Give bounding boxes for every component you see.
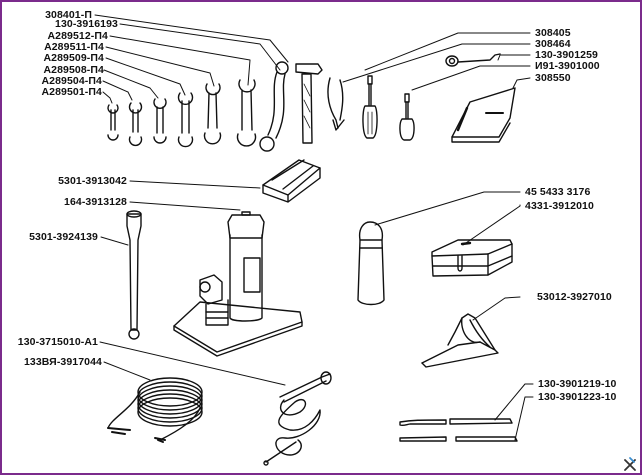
label-wrench-1: А289501-П4 <box>41 86 102 98</box>
jack-support-drawing <box>262 159 321 203</box>
wrench-6-drawing <box>236 79 257 147</box>
repair-kit-box-drawing <box>431 239 513 277</box>
label-wrench-2: А289504-П4 <box>41 75 102 87</box>
wrench-3-drawing <box>153 98 167 144</box>
wrench-2-drawing <box>128 102 143 147</box>
label-mount-bar-2: 130-3901223-10 <box>538 391 617 403</box>
label-mount-bar-1: 130-3901219-10 <box>538 378 617 390</box>
pliers-drawing <box>327 77 345 131</box>
label-tool-bag: 308550 <box>535 72 571 84</box>
tow-cable-drawing <box>107 377 203 443</box>
tools-icon <box>624 457 636 471</box>
label-tire-pump-hose: 130-3715010-А1 <box>17 336 98 348</box>
label-jack-support: 5301-3913042 <box>58 175 127 187</box>
bottle-jack-drawing <box>173 211 303 357</box>
label-tow-cable: 133ВЯ-3917044 <box>23 356 102 368</box>
tool-bag-drawing <box>451 87 516 143</box>
mount-bars-drawing <box>399 418 518 442</box>
label-jack: 164-3913128 <box>64 196 127 208</box>
label-screwdriver-small: И91-3901000 <box>535 60 600 72</box>
box-wrench-drawing <box>259 61 289 152</box>
label-repair-kit-box: 4331-3912010 <box>525 200 594 212</box>
wrench-1-drawing <box>107 104 119 141</box>
open-end-wrenches <box>107 79 257 148</box>
wrench-4-drawing <box>177 92 194 148</box>
oil-can-drawing <box>357 221 385 306</box>
label-spark-plug-wrench: 130-3901259 <box>535 49 598 61</box>
leader-lines <box>94 14 534 441</box>
label-screwdriver-large: 308464 <box>535 38 571 50</box>
label-wheel-wrench: 5301-3924139 <box>29 231 98 243</box>
wheel-wrench-drawing <box>126 210 142 340</box>
label-oil-can: 45 5433 3176 <box>525 186 591 198</box>
label-wrench-3: А289508-П4 <box>43 64 104 76</box>
screwdriver-small-drawing <box>399 93 415 141</box>
label-wrench-5: А289511-П4 <box>44 41 104 53</box>
tire-pump-hose-drawing <box>263 371 332 466</box>
label-wheel-chock: 53012-3927010 <box>537 291 612 303</box>
spark-plug-wrench-drawing <box>445 53 501 67</box>
label-pliers: 308405 <box>535 27 571 39</box>
label-wrench-4: А289509-П4 <box>43 52 104 64</box>
label-wrench-6: А289512-П4 <box>47 30 108 42</box>
label-box-wrench: 130-3916193 <box>55 18 118 30</box>
wrench-5-drawing <box>203 83 222 145</box>
hammer-drawing <box>295 63 323 144</box>
wheel-chock-drawing <box>421 313 499 368</box>
screwdriver-large-drawing <box>362 75 378 139</box>
label-hammer: 308401-П <box>45 9 92 21</box>
